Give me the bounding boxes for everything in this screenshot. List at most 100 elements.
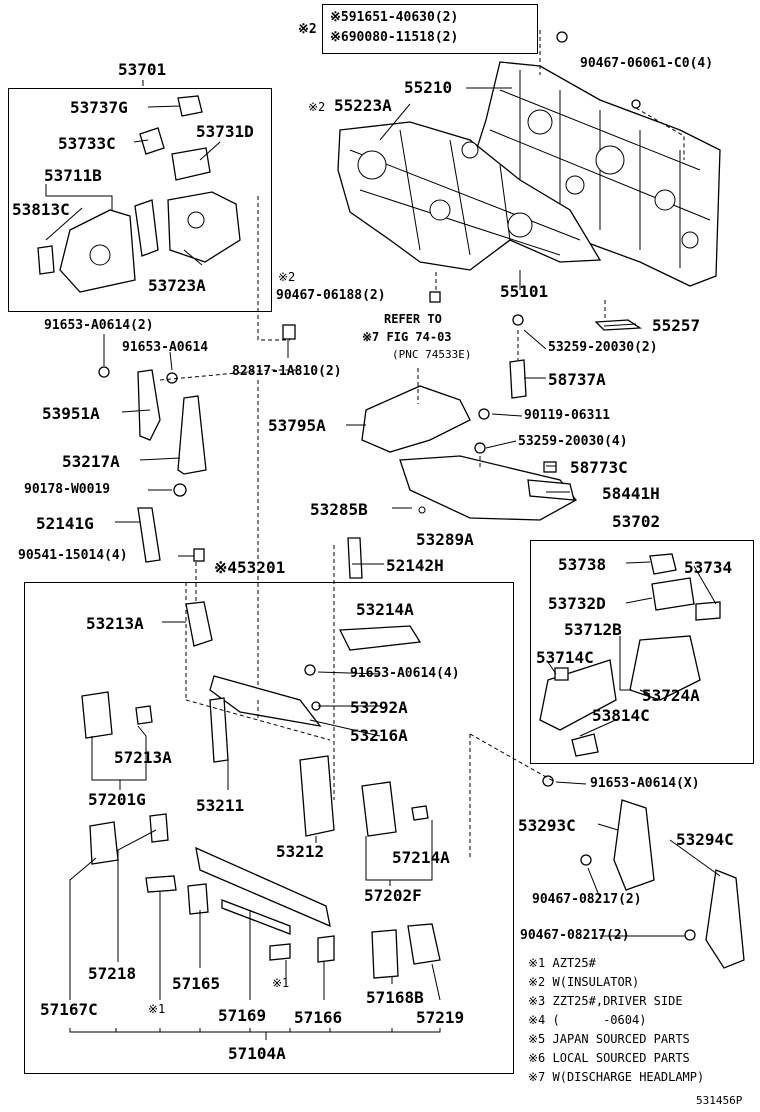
marker-90467-06188: ※2 — [278, 270, 296, 284]
part-label-91653-A0614-4: 91653-A0614(4) — [350, 666, 460, 681]
legend-line: ※5 JAPAN SOURCED PARTS — [528, 1032, 690, 1046]
part-label-58441H: 58441H — [602, 484, 660, 503]
part-label-53217A: 53217A — [62, 452, 120, 471]
part-label-57201G: 57201G — [88, 790, 146, 809]
part-label-57166: 57166 — [294, 1008, 343, 1027]
part-label-53714C: 53714C — [536, 648, 594, 667]
part-label-53731D: 53731D — [196, 122, 254, 141]
assembly-box-53702 — [530, 540, 754, 764]
part-label-52141G: 52141G — [36, 514, 94, 533]
part-label-58737A: 58737A — [548, 370, 606, 389]
part-label-57218: 57218 — [88, 964, 137, 983]
part-label-53289A: 53289A — [416, 530, 474, 549]
part-label-55101: 55101 — [500, 282, 549, 301]
part-label-55257: 55257 — [652, 316, 701, 335]
part-label-53795A: 53795A — [268, 416, 326, 435]
part-label-53259-20030-4: 53259-20030(4) — [518, 434, 628, 449]
legend-line: ※6 LOCAL SOURCED PARTS — [528, 1051, 690, 1065]
part-label-53701: 53701 — [118, 60, 167, 79]
part-label-91653-A0614-X: 91653-A0614(X) — [590, 776, 700, 791]
part-label-53212: 53212 — [276, 842, 325, 861]
part-label-53723A: 53723A — [148, 276, 206, 295]
part-label-53738: 53738 — [558, 555, 607, 574]
part-label-58773C: 58773C — [570, 458, 628, 477]
part-label-57104A: 57104A — [228, 1044, 286, 1063]
top-note-line-1: ※591651-40630(2) — [330, 10, 459, 25]
part-label-90467-08217-b: 90467-08217(2) — [520, 928, 630, 943]
dash-insulator-55223A-drawing — [337, 121, 602, 271]
part-label-53292A: 53292A — [350, 698, 408, 717]
part-label-55210: 55210 — [404, 78, 453, 97]
part-label-53294C: 53294C — [676, 830, 734, 849]
support-53201-drawing — [81, 601, 441, 979]
part-label-53214A: 53214A — [356, 600, 414, 619]
marker-1-right: ※1 — [272, 976, 290, 990]
part-label-53216A: 53216A — [350, 726, 408, 745]
legend-line: ※7 W(DISCHARGE HEADLAMP) — [528, 1070, 705, 1084]
apron-53712B-drawing — [539, 553, 721, 757]
top-note-marker: ※2 — [298, 22, 317, 37]
dash-panel-55210-drawing — [469, 61, 721, 287]
legend-line: ※2 W(INSULATOR) — [528, 975, 640, 989]
part-label-57213A: 57213A — [114, 748, 172, 767]
part-label-57219: 57219 — [416, 1008, 465, 1027]
leader-lines — [45, 80, 721, 1040]
diagram-code: 531456P — [696, 1094, 743, 1107]
assembly-box-53201 — [24, 582, 514, 1074]
part-label-53293C: 53293C — [518, 816, 576, 835]
clip-icon — [429, 291, 441, 303]
legend-line: ※3 ZZT25#,DRIVER SIDE — [528, 994, 683, 1008]
side-panel-53293C-drawing — [542, 775, 745, 969]
part-label-53734: 53734 — [684, 558, 733, 577]
part-label-53733C: 53733C — [58, 134, 116, 153]
clip-icon — [556, 31, 568, 43]
part-label-91653-A0614: 91653-A0614 — [122, 340, 209, 355]
part-label-90119-06311: 90119-06311 — [524, 408, 611, 423]
part-label-57168B: 57168B — [366, 988, 424, 1007]
part-label-53951A: 53951A — [42, 404, 100, 423]
part-label-57167C: 57167C — [40, 1000, 98, 1019]
marker-55223A: ※2 — [308, 100, 326, 114]
refer-note-line-3: (PNC 74533E) — [392, 348, 472, 361]
part-label-53814C: 53814C — [592, 706, 650, 725]
marker-1-left: ※1 — [148, 1002, 166, 1016]
part-label-90178-W0019: 90178-W0019 — [24, 482, 111, 497]
bracket-53951A-drawing — [98, 324, 363, 579]
assembly-box-53701 — [8, 88, 272, 312]
apron-53711B-drawing — [37, 95, 241, 293]
part-label-52142H: 52142H — [386, 556, 444, 575]
part-label-90467-06061: 90467-06061-C0(4) — [580, 56, 714, 71]
part-label-53213A: 53213A — [86, 614, 144, 633]
part-label-53702: 53702 — [612, 512, 661, 531]
part-label-57202F: 57202F — [364, 886, 422, 905]
legend-line: ※1 AZT25# — [528, 956, 596, 970]
part-label-53285B: 53285B — [310, 500, 368, 519]
refer-note-line-1: REFER TO — [384, 312, 442, 326]
bolt-icon — [631, 99, 641, 109]
part-label-53259-20030-2: 53259-20030(2) — [548, 340, 658, 355]
part-label-90541-15014: 90541-15014(4) — [18, 548, 128, 563]
part-label-53737G: 53737G — [70, 98, 128, 117]
part-label-57214A: 57214A — [392, 848, 450, 867]
part-label-82817-1A810: 82817-1A810(2) — [232, 364, 342, 379]
refer-note-line-2: ※7 FIG 74-03 — [362, 330, 452, 344]
part-label-53211: 53211 — [196, 796, 245, 815]
legend-line: ※4 ( -0604) — [528, 1013, 647, 1027]
part-label-53732D: 53732D — [548, 594, 606, 613]
part-label-90467-08217-a: 90467-08217(2) — [532, 892, 642, 907]
part-label-53712B: 53712B — [564, 620, 622, 639]
part-label-53724A: 53724A — [642, 686, 700, 705]
part-label-91653-A0614-2: 91653-A0614(2) — [44, 318, 154, 333]
part-label-453201: ※453201 — [214, 558, 286, 577]
part-label-57169: 57169 — [218, 1006, 267, 1025]
support-53795A-drawing — [361, 314, 577, 521]
top-note-line-2: ※690080-11518(2) — [330, 30, 459, 45]
part-label-55223A: 55223A — [334, 96, 392, 115]
part-label-90467-06188: 90467-06188(2) — [276, 288, 386, 303]
part-label-57165: 57165 — [172, 974, 221, 993]
part-label-53813C: 53813C — [12, 200, 70, 219]
part-label-53711B: 53711B — [44, 166, 102, 185]
top-note-box — [322, 4, 538, 54]
